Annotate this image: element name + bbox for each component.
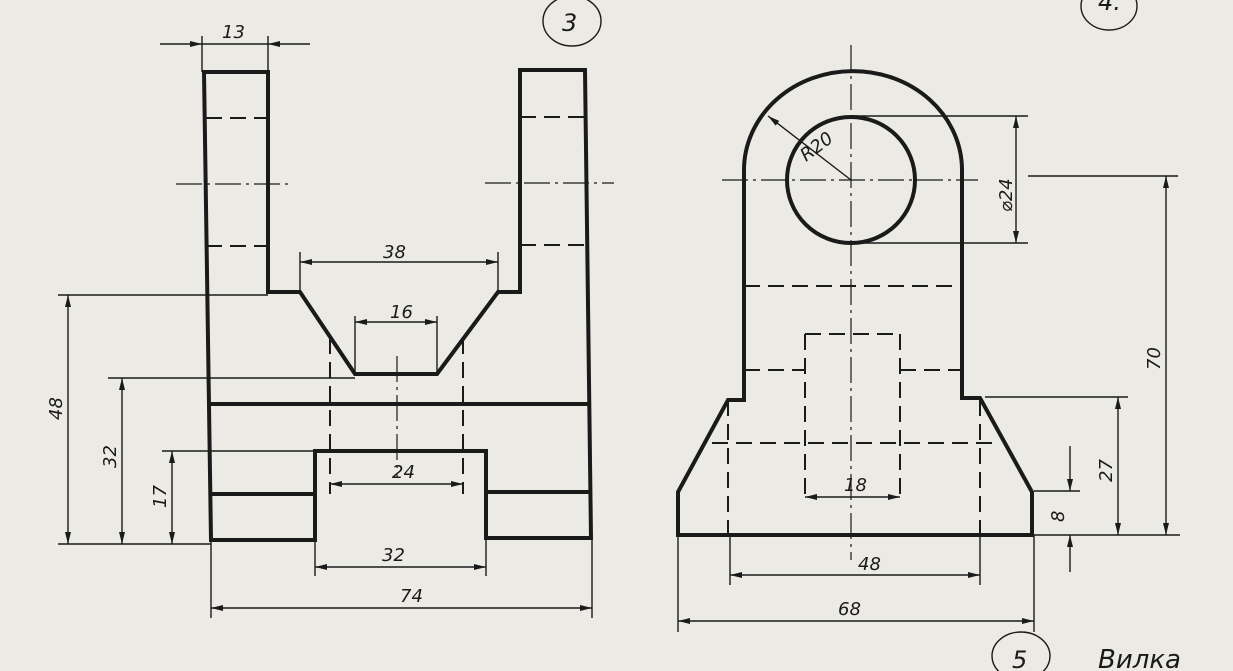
- dim-text-24: 24: [392, 462, 415, 483]
- front-view-outline: [201, 68, 594, 542]
- dim-text-32-side: 32: [100, 445, 121, 468]
- dim-text-17: 17: [150, 485, 171, 508]
- dim-text-70: 70: [1144, 347, 1165, 370]
- side-view-outline: [676, 69, 1034, 537]
- dim-text-dia24: ⌀24: [996, 178, 1017, 212]
- arrowhead: [190, 41, 202, 47]
- dim-text-8: 8: [1048, 511, 1069, 522]
- svg-text:5: 5: [1012, 646, 1027, 671]
- dim-text-r20: R20: [796, 128, 837, 166]
- dim-text-68: 68: [838, 599, 861, 620]
- view-number-5: 5: [991, 631, 1051, 671]
- side-view: R20 ⌀24 70 27 8 18 48 68: [676, 45, 1180, 632]
- dim-text-38: 38: [383, 242, 406, 263]
- front-view: 13 38 16 24 32 74 48 32 17: [46, 22, 614, 618]
- view-number-3: 3: [542, 0, 602, 47]
- svg-text:3: 3: [562, 9, 577, 37]
- dim-text-18: 18: [844, 475, 867, 496]
- dim-text-74: 74: [400, 586, 423, 607]
- dim-text-32: 32: [382, 545, 405, 566]
- dim-text-16: 16: [390, 302, 413, 323]
- svg-text:4.: 4.: [1098, 0, 1121, 16]
- arrowhead: [268, 41, 280, 47]
- dim-text-27: 27: [1096, 459, 1117, 482]
- view-number-4: 4.: [1080, 0, 1138, 31]
- drawing-title: Вилка: [1098, 645, 1181, 671]
- dim-text-48: 48: [858, 554, 881, 575]
- dimension-line-r20: [767, 115, 852, 181]
- dim-text-13: 13: [222, 22, 245, 43]
- dim-text-48: 48: [46, 397, 67, 420]
